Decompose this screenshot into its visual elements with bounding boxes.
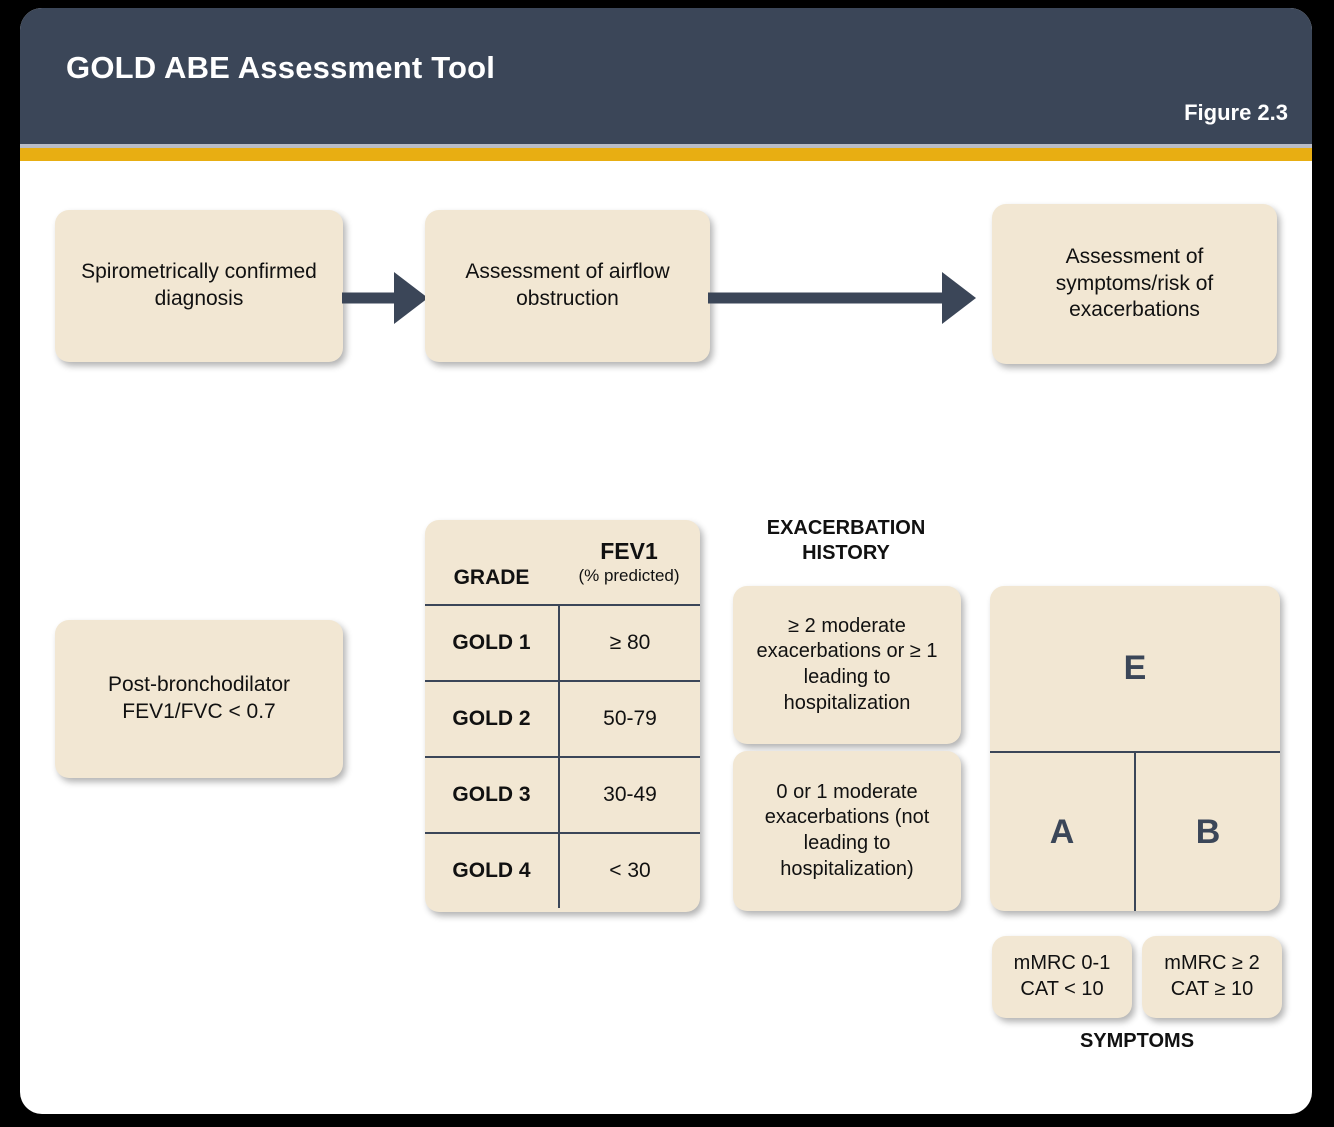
exacerbation-history-title: EXACERBATION HISTORY [766,517,926,564]
table-header-fev1: FEV1 (% predicted) [558,520,700,604]
grade-cell: GOLD 4 [452,859,531,882]
flow-step-spirometric-diagnosis: Spirometrically confirmed diagnosis [55,210,343,362]
figure-card: GOLD ABE Assessment Tool Figure 2.3 Spir… [20,8,1312,1114]
flow-step-airflow-obstruction: Assessment of airflow obstruction [425,210,710,362]
symptom-scale-high-box: mMRC ≥ 2 CAT ≥ 10 [1142,936,1282,1018]
arrow-head [942,272,976,324]
table-row: GOLD 2 50-79 [425,680,700,756]
table-header-fev1-main: FEV1 [600,537,658,564]
fev1-cell: 30-49 [558,758,700,832]
fev1-cell: 50-79 [558,682,700,756]
abe-cell-e: E [1123,649,1147,687]
abe-bottom-row: A B [990,751,1280,911]
figure-number: Figure 2.3 [1184,100,1288,125]
symptoms-axis-label: SYMPTOMS [1079,1030,1195,1052]
table-header-row: GRADE FEV1 (% predicted) [425,520,700,604]
arrow-shaft [342,292,398,304]
arrow-shaft [708,292,946,304]
table-row: GOLD 1 ≥ 80 [425,604,700,680]
exacerbation-low-risk-box: 0 or 1 moderate exacerbations (not leadi… [733,751,961,911]
abe-cell-a: A [1049,812,1075,851]
flow-step-symptoms-risk: Assessment of symptoms/risk of exacerbat… [992,204,1277,364]
flow-arrow-2-icon [708,270,976,326]
symptom-scale-low-box: mMRC 0-1 CAT < 10 [992,936,1132,1018]
fev1-cell: < 30 [558,834,700,908]
abe-group-grid: E A B [990,586,1280,911]
page-title: GOLD ABE Assessment Tool [66,50,496,85]
abe-cell-b: B [1134,753,1280,911]
grade-cell: GOLD 2 [452,707,531,730]
table-header-grade: GRADE [453,566,530,589]
grade-cell: GOLD 1 [452,631,531,654]
table-header-fev1-sub: (% predicted) [578,565,680,585]
table-row: GOLD 3 30-49 [425,756,700,832]
gold-accent-bar [20,148,1312,161]
header-bar: GOLD ABE Assessment Tool Figure 2.3 [20,8,1312,144]
gold-grade-table: GRADE FEV1 (% predicted) GOLD 1 ≥ 80 GOL… [425,520,700,912]
fev1-cell: ≥ 80 [558,606,700,680]
table-row: GOLD 4 < 30 [425,832,700,908]
post-bronchodilator-criteria-box: Post-bronchodilator FEV1/FVC < 0.7 [55,620,343,778]
flow-arrow-1-icon [342,270,428,326]
header-hairline [20,144,1312,148]
arrow-head [394,272,428,324]
exacerbation-high-risk-box: ≥ 2 moderate exacerbations or ≥ 1 leadin… [733,586,961,744]
grade-cell: GOLD 3 [452,783,531,806]
